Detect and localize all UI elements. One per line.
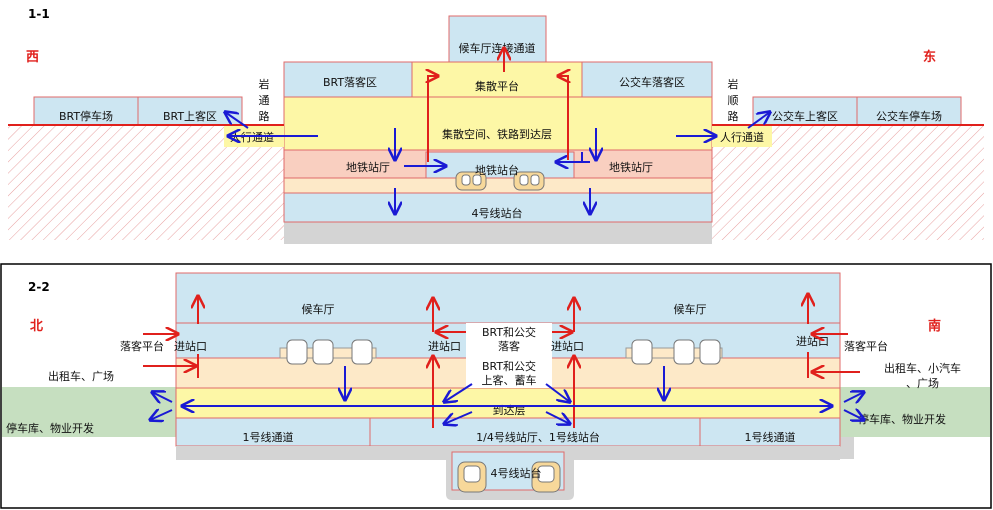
bus-pickup-label: 公交车上客区	[772, 109, 838, 123]
line1-passage-right-label: 1号线通道	[745, 430, 796, 444]
parking-right-label: 停车库、物业开发	[858, 412, 946, 426]
direction-east: 东	[923, 49, 936, 65]
svg-text:通: 通	[259, 94, 270, 107]
brt-parking-zone	[33, 96, 139, 126]
distribution-platform-label: 集散平台	[475, 79, 519, 93]
svg-text:路: 路	[259, 110, 270, 123]
brt-bus-dropoff-box	[466, 323, 552, 358]
metro-hall-right-label: 地铁站厅	[609, 160, 653, 174]
line4-platform-zone	[283, 192, 713, 223]
flow-arrows-section-1	[225, 48, 770, 214]
taxi-car-plaza-label-1: 出租车、小汽车	[884, 361, 961, 375]
direction-west: 西	[26, 50, 39, 65]
bus-icons	[279, 339, 723, 365]
waiting-hall-right-label: 候车厅	[674, 302, 707, 316]
svg-text:岩: 岩	[728, 77, 739, 91]
yanshun-road-label: 岩 顺 路	[728, 77, 739, 123]
metro-platform-zone	[425, 151, 575, 179]
arrow-up-right-red	[558, 76, 568, 160]
line1-level-zone	[175, 417, 841, 447]
brt-bus-dropoff-label-2: 落客	[498, 339, 520, 353]
brt-bus-pickup-label-1: BRT和公交	[482, 359, 536, 373]
line4-platform-label: 4号线站台	[472, 206, 523, 220]
waiting-link-label: 候车厅连接通道	[459, 41, 536, 55]
section-1-title: 1-1	[28, 7, 50, 21]
foundation-slab	[284, 222, 712, 244]
direction-north: 北	[30, 319, 43, 334]
entrance-2-label: 进站口	[428, 339, 461, 353]
brt-bus-pickup-label-2: 上客、蓄车	[482, 373, 537, 387]
metro-platform-label: 地铁站台	[475, 163, 519, 177]
dropoff-platform-right-label: 落客平台	[844, 339, 888, 353]
brt-dropoff-zone	[283, 61, 413, 98]
arrow-to-bus-pickup	[747, 112, 770, 129]
transfer-band	[283, 177, 713, 194]
section-2-2: 2-2 北 南	[2, 272, 990, 500]
svg-text:顺: 顺	[728, 94, 739, 107]
parking-left-label: 停车库、物业开发	[6, 421, 94, 435]
brt-dropoff-label: BRT落客区	[323, 75, 377, 89]
entrance-4-label: 进站口	[796, 334, 829, 348]
waiting-hall-zone	[175, 272, 841, 324]
ped-passage-right-label: 人行通道	[720, 130, 764, 144]
bus-parking-zone	[856, 96, 962, 126]
line14-hall-label: 1/4号线站厅、1号线站台	[476, 430, 600, 444]
bus-dropoff-label: 公交车落客区	[619, 75, 685, 89]
waiting-link-zone	[448, 15, 547, 63]
direction-south: 南	[928, 318, 941, 334]
yantong-road-label: 岩 通 路	[259, 77, 270, 123]
entrance-1-label: 进站口	[174, 339, 207, 353]
concourse-label: 集散空间、铁路到达层	[442, 127, 552, 141]
metro-train-icons	[455, 171, 545, 191]
brt-bus-dropoff-label-1: BRT和公交	[482, 325, 536, 339]
section-1-1: 1-1 西 东	[8, 7, 984, 244]
metro-hall-left-label: 地铁站厅	[346, 160, 390, 174]
waiting-hall-left-label: 候车厅	[302, 302, 335, 316]
line1-passage-left-label: 1号线通道	[243, 430, 294, 444]
bus-dropoff-zone	[581, 61, 713, 98]
ped-passage-right-zone	[712, 125, 772, 147]
taxi-car-plaza-label-2: 、广场	[906, 376, 939, 390]
taxi-plaza-label: 出租车、广场	[48, 369, 114, 383]
concourse-zone	[283, 96, 713, 151]
svg-text:岩: 岩	[259, 77, 270, 91]
bus-parking-label: 公交车停车场	[876, 109, 942, 123]
arrow-to-brt-pickup	[225, 112, 249, 129]
flow-arrows-section-2	[143, 294, 864, 428]
arrow-up-left-red	[428, 76, 438, 162]
green-ground-right	[840, 387, 990, 437]
brt-bus-pickup-box	[466, 358, 552, 388]
section-2-title: 2-2	[28, 280, 50, 294]
line4-platform-label-2: 4号线站台	[491, 466, 542, 480]
brt-pickup-label: BRT上客区	[163, 109, 217, 123]
svg-text:路: 路	[728, 110, 739, 123]
brt-parking-label: BRT停车场	[59, 109, 113, 123]
section-2-frame	[0, 263, 992, 509]
entrance-3-label: 进站口	[551, 339, 584, 353]
dropoff-platform-left-label: 落客平台	[120, 339, 164, 353]
line4-platform-structure	[446, 446, 574, 500]
